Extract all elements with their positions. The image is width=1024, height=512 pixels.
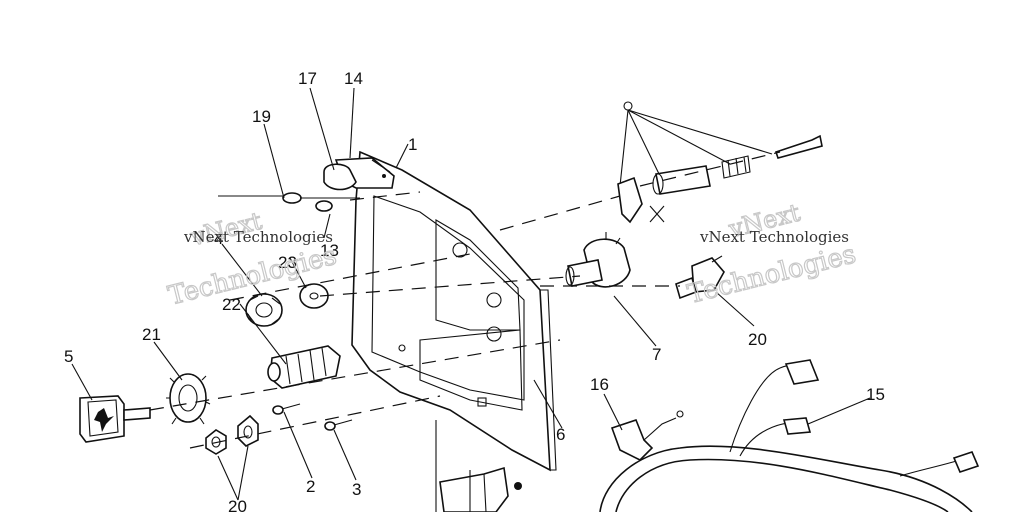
mounting-panel [351,150,557,472]
ignition-switch [267,345,341,389]
callout-label: 2 [306,477,315,496]
wiring-harness [599,359,980,512]
watermark-text: vNext Technologies [699,228,849,246]
callout-label: 19 [252,107,271,126]
assembly-lines [149,151,781,449]
callout-label: 17 [298,69,317,88]
callout-label: 22 [222,295,241,314]
callout-label: 7 [652,345,661,364]
choke-rod [218,192,360,212]
callout-label: 4 [214,229,223,248]
key-switch [565,232,631,288]
pivot-bracket [323,157,395,191]
leader-lines [71,87,871,501]
callout-label: 20 [228,497,247,512]
hex-nut [237,414,259,447]
lower-bracket [435,420,522,512]
callout-label: 5 [64,347,73,366]
screw-3 [324,419,353,431]
callout-label: 14 [344,69,363,88]
callout-label: 15 [866,385,885,404]
watermark-text: Technologies [685,239,859,310]
callout-label: 20 [748,330,767,349]
toggle-switch [675,255,725,300]
callout-label: 23 [278,253,297,272]
callout-label: 3 [352,480,361,499]
callout-label: 1 [408,135,417,154]
bezel-ring [166,373,211,425]
watermark-right: vNext Technologies [684,198,859,311]
ignition-key [79,395,151,443]
callout-label: 6 [556,425,565,444]
lock-washer-22 [245,293,283,327]
washer-23 [299,283,329,309]
callout-label: 13 [320,241,339,260]
callout-label: 16 [590,375,609,394]
watermark-text: vNext Technologies [183,228,333,246]
callout-label: 21 [142,325,161,344]
throttle-control [617,101,823,224]
screw-2 [272,403,301,415]
